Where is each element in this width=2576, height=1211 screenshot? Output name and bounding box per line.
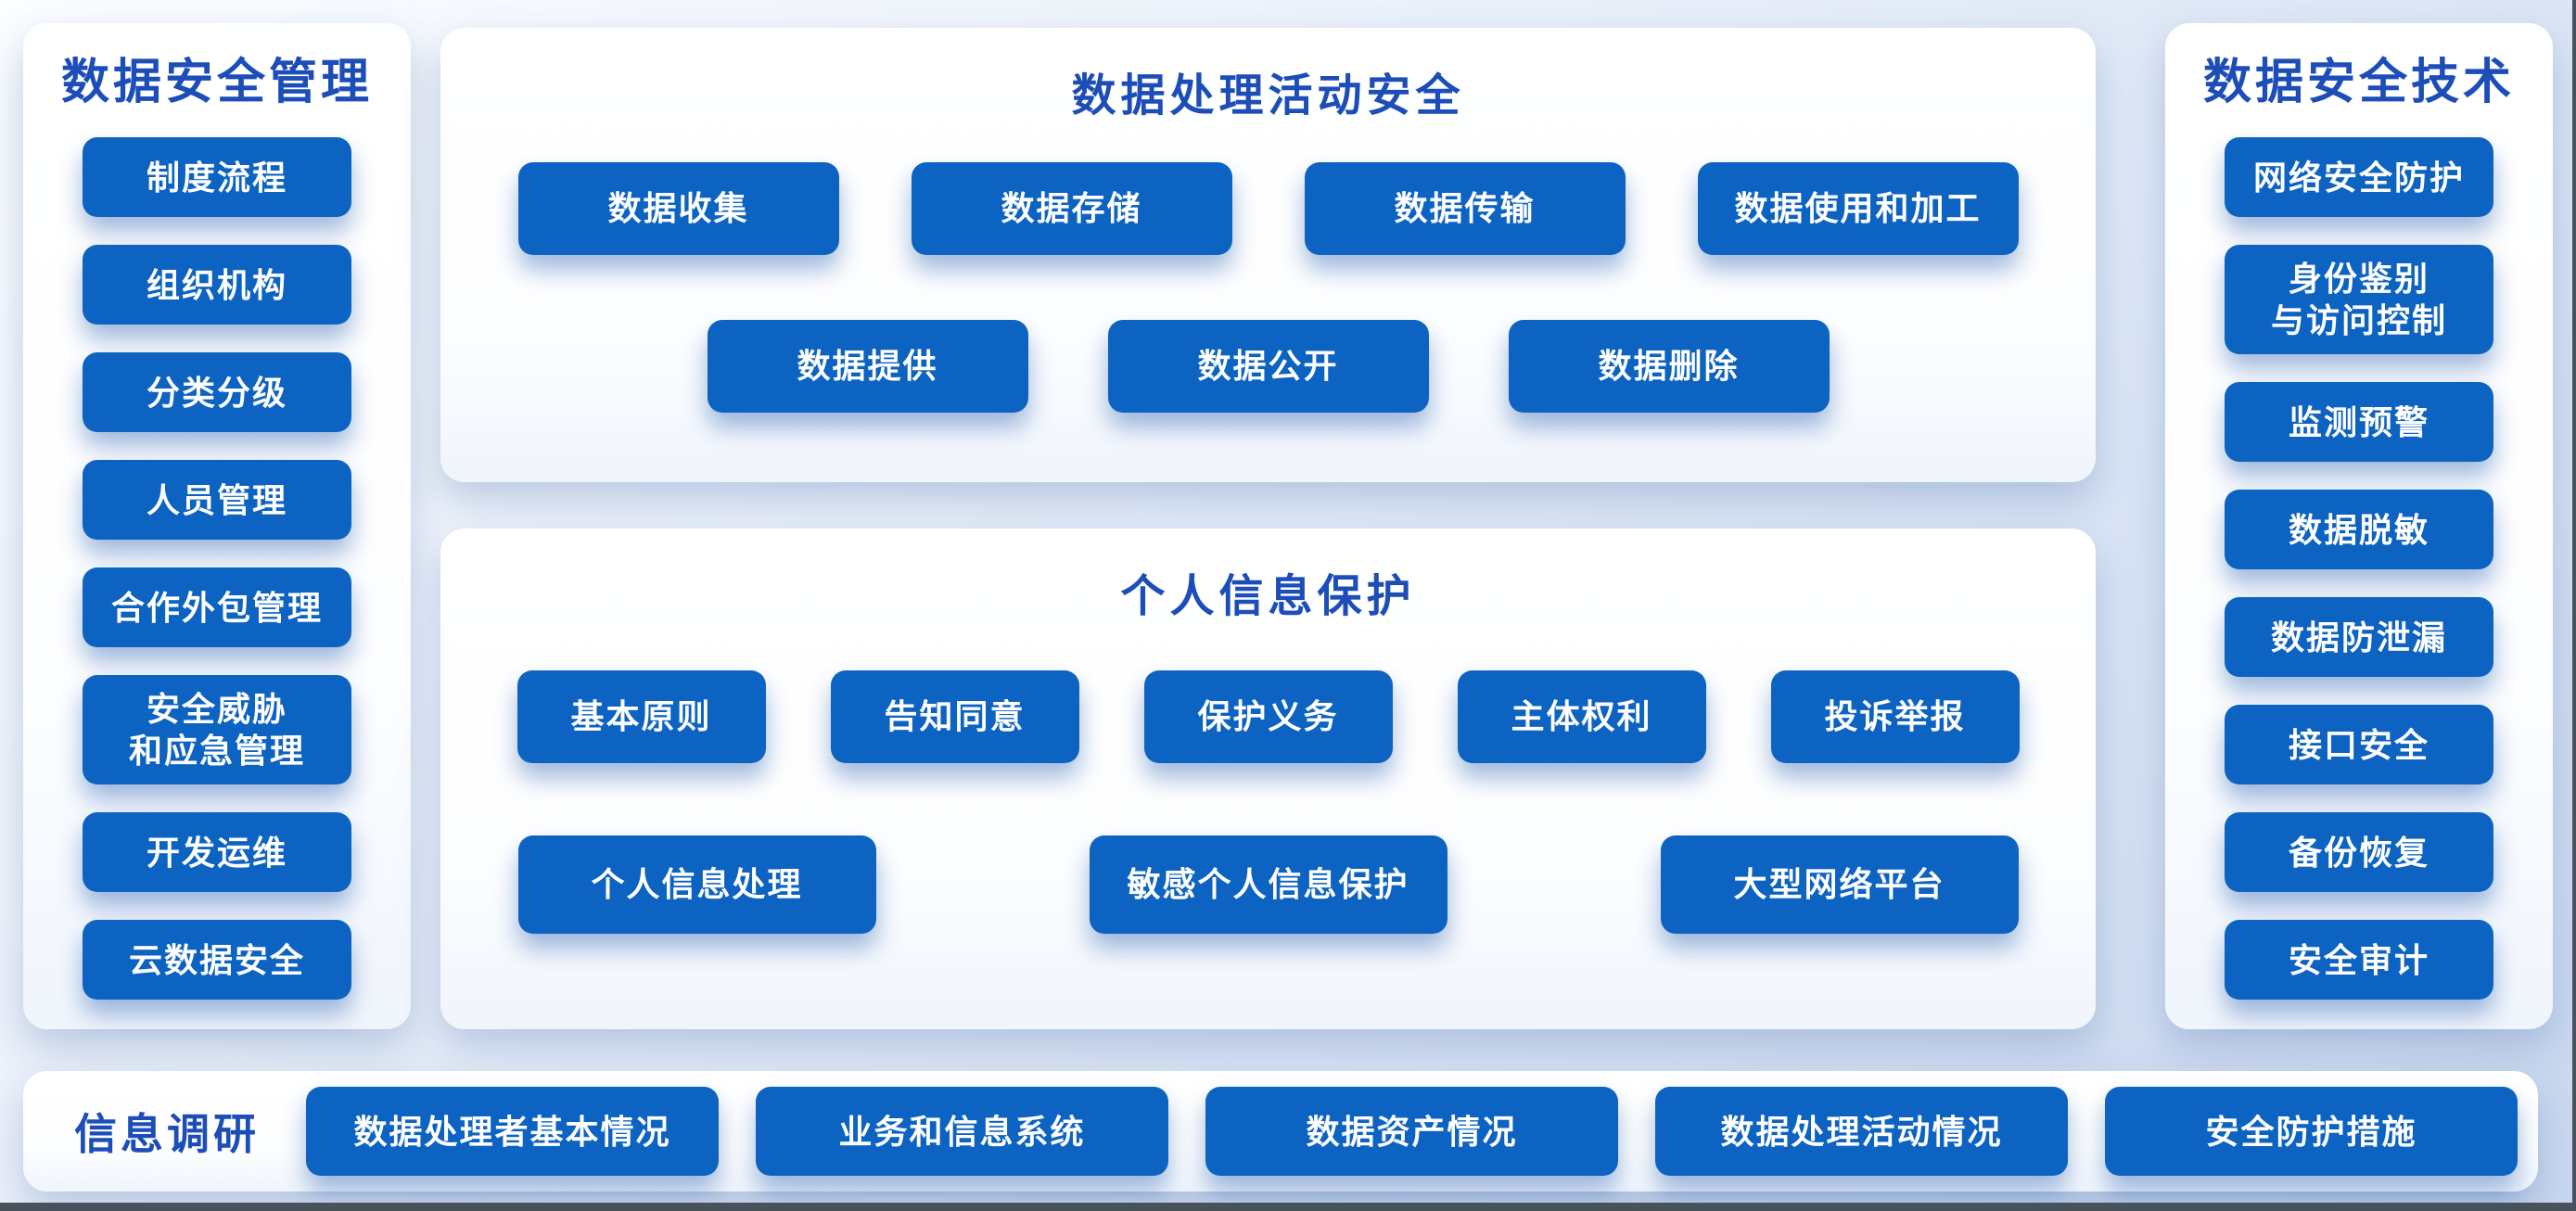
data-security-technology-panel: 数据安全技术 网络安全防护 身份鉴别 与访问控制 监测预警 数据脱敏 数据防泄漏… — [2165, 23, 2553, 1029]
information-survey-bar: 信息调研 数据处理者基本情况 业务和信息系统 数据资产情况 数据处理活动情况 安… — [23, 1071, 2538, 1192]
data-processing-activity-title: 数据处理活动安全 — [1071, 71, 1465, 121]
pi-chip-protection-duty[interactable]: 保护义务 — [1143, 669, 1393, 763]
pi-chip-info-handling[interactable]: 个人信息处理 — [517, 835, 876, 934]
tech-chip-api-security[interactable]: 接口安全 — [2225, 705, 2493, 785]
process-chip-provision[interactable]: 数据提供 — [707, 319, 1028, 413]
pi-chip-basic-principles[interactable]: 基本原则 — [516, 669, 766, 763]
personal-info-row-2: 个人信息处理 敏感个人信息保护 大型网络平台 — [440, 835, 2096, 934]
process-chip-collection[interactable]: 数据收集 — [517, 161, 839, 255]
right-edge-strip — [2572, 0, 2576, 1211]
survey-chip-protection-measures[interactable]: 安全防护措施 — [2105, 1087, 2518, 1176]
management-chip-system-process[interactable]: 制度流程 — [83, 137, 351, 218]
tech-chip-monitoring-warning[interactable]: 监测预警 — [2225, 382, 2493, 463]
personal-info-protection-title: 个人信息保护 — [1120, 572, 1416, 621]
management-chip-organization[interactable]: 组织机构 — [83, 245, 351, 325]
management-chip-outsourcing[interactable]: 合作外包管理 — [83, 567, 351, 648]
pi-chip-notice-consent[interactable]: 告知同意 — [830, 669, 1079, 763]
information-survey-label: 信息调研 — [74, 1110, 260, 1158]
tech-chip-network-protection[interactable]: 网络安全防护 — [2225, 137, 2493, 218]
management-chip-devops[interactable]: 开发运维 — [83, 812, 351, 893]
management-chip-personnel[interactable]: 人员管理 — [83, 460, 351, 541]
process-chip-storage[interactable]: 数据存储 — [911, 161, 1232, 255]
tech-chip-leak-prevention[interactable]: 数据防泄漏 — [2225, 597, 2493, 678]
data-processing-activity-panel: 数据处理活动安全 数据收集 数据存储 数据传输 数据使用和加工 数据提供 数据公… — [440, 28, 2096, 482]
management-chip-cloud-data[interactable]: 云数据安全 — [83, 920, 351, 1001]
tech-chip-backup-recovery[interactable]: 备份恢复 — [2225, 812, 2493, 893]
processing-row-1: 数据收集 数据存储 数据传输 数据使用和加工 — [440, 161, 2096, 255]
tech-chip-identity-access[interactable]: 身份鉴别 与访问控制 — [2225, 245, 2493, 355]
process-chip-disclosure[interactable]: 数据公开 — [1107, 319, 1429, 413]
data-security-management-panel: 数据安全管理 制度流程 组织机构 分类分级 人员管理 合作外包管理 安全威胁 和… — [23, 23, 411, 1029]
process-chip-deletion[interactable]: 数据删除 — [1508, 319, 1830, 413]
personal-info-row-1: 基本原则 告知同意 保护义务 主体权利 投诉举报 — [440, 669, 2096, 763]
survey-chip-processor-profile[interactable]: 数据处理者基本情况 — [306, 1087, 719, 1176]
process-chip-use-processing[interactable]: 数据使用和加工 — [1697, 161, 2019, 255]
pi-chip-subject-rights[interactable]: 主体权利 — [1457, 669, 1706, 763]
pi-chip-sensitive-info[interactable]: 敏感个人信息保护 — [1089, 835, 1447, 934]
processing-row-2: 数据提供 数据公开 数据删除 — [440, 319, 2096, 413]
pi-chip-complaints[interactable]: 投诉举报 — [1770, 669, 2020, 763]
tech-chip-data-masking[interactable]: 数据脱敏 — [2225, 490, 2493, 570]
personal-info-protection-panel: 个人信息保护 基本原则 告知同意 保护义务 主体权利 投诉举报 个人信息处理 敏… — [440, 529, 2096, 1029]
management-chip-threat-emergency[interactable]: 安全威胁 和应急管理 — [83, 675, 351, 785]
survey-chip-business-systems[interactable]: 业务和信息系统 — [756, 1087, 1168, 1176]
survey-chip-data-assets[interactable]: 数据资产情况 — [1205, 1087, 1618, 1176]
management-chip-classification[interactable]: 分类分级 — [83, 352, 351, 433]
process-chip-transmission[interactable]: 数据传输 — [1304, 161, 1626, 255]
data-security-management-title: 数据安全管理 — [60, 56, 373, 109]
survey-chip-processing-activity[interactable]: 数据处理活动情况 — [1655, 1087, 2068, 1176]
bottom-edge-strip — [0, 1203, 2576, 1211]
tech-chip-security-audit[interactable]: 安全审计 — [2225, 920, 2493, 1001]
data-security-technology-title: 数据安全技术 — [2202, 56, 2515, 109]
pi-chip-large-platform[interactable]: 大型网络平台 — [1660, 835, 2019, 934]
